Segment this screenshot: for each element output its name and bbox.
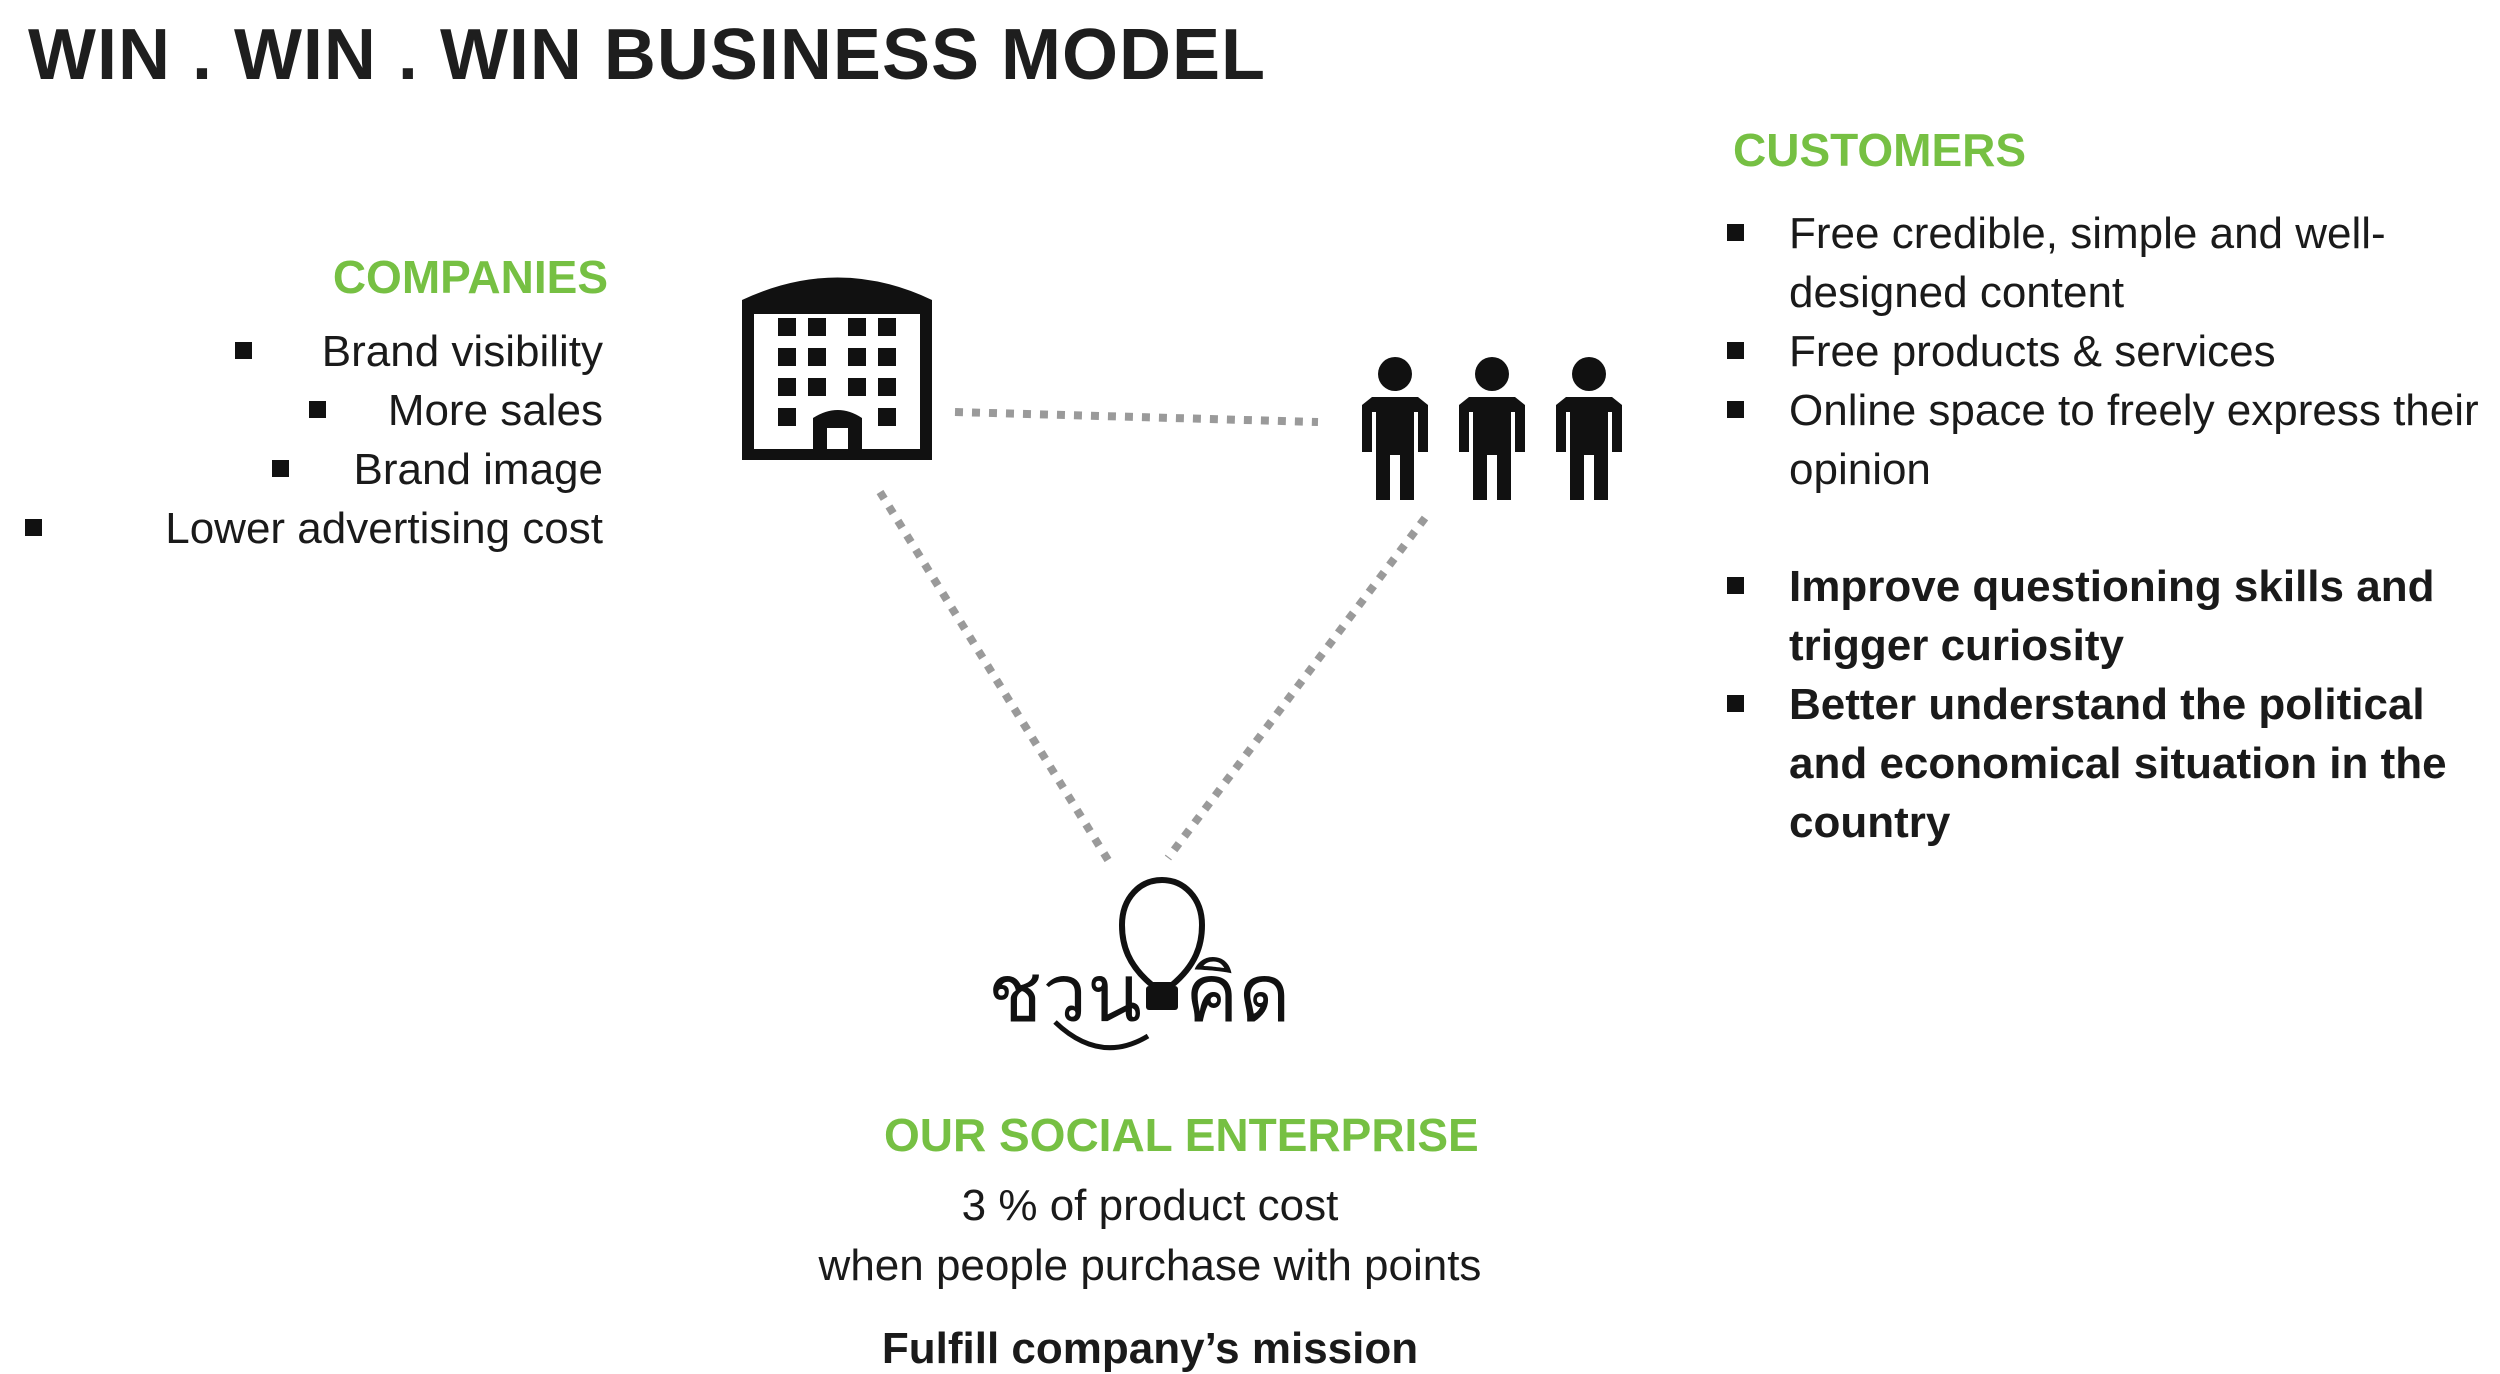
list-item: Better understand the political and econ… xyxy=(1727,675,2487,852)
customers-bold-benefit: Improve questioning skills and trigger c… xyxy=(1789,562,2435,670)
companies-benefits-list: Brand visibility More sales Brand image … xyxy=(25,322,603,558)
enterprise-mission: Fulfill company’s mission xyxy=(881,1324,1419,1373)
lightbulb-icon xyxy=(1053,876,1206,1051)
companies-benefit: Lower advertising cost xyxy=(165,504,603,553)
companies-benefit: Brand visibility xyxy=(321,327,603,376)
list-item: Lower advertising cost xyxy=(25,499,603,558)
list-item: Brand visibility xyxy=(43,322,603,381)
list-item: More sales xyxy=(43,381,603,440)
companies-heading: COMPANIES xyxy=(332,251,608,303)
person-icon xyxy=(1362,357,1428,500)
logo-text-left: ชวน xyxy=(988,947,1142,1040)
office-building-icon xyxy=(742,277,932,460)
page-title: WIN . WIN . WIN BUSINESS MODEL xyxy=(28,15,1266,95)
customers-heading: CUSTOMERS xyxy=(1733,124,2027,176)
bullet-square-icon xyxy=(25,519,42,536)
customers-benefits-list: Free credible, simple and well-designed … xyxy=(1727,204,2487,499)
list-item: Online space to freely express their opi… xyxy=(1727,381,2487,499)
connector-customers-enterprise xyxy=(1164,515,1429,861)
bullet-square-icon xyxy=(235,342,252,359)
list-item: Free products & services xyxy=(1727,322,2487,381)
bullet-square-icon xyxy=(1727,342,1744,359)
bullet-square-icon xyxy=(272,460,289,477)
bullet-square-icon xyxy=(1727,695,1744,712)
enterprise-line-2: when people purchase with points xyxy=(818,1241,1482,1290)
companies-benefit: Brand image xyxy=(353,445,603,494)
bullet-square-icon xyxy=(1727,224,1744,241)
customers-benefit: Free credible, simple and well-designed … xyxy=(1789,209,2386,317)
person-icon xyxy=(1556,357,1622,500)
logo-text-right: คิด xyxy=(1185,947,1291,1040)
customers-benefit: Free products & services xyxy=(1789,327,2276,376)
connector-companies-customers xyxy=(954,408,1319,426)
enterprise-heading: OUR SOCIAL ENTERPRISE xyxy=(884,1109,1479,1161)
companies-benefit: More sales xyxy=(387,386,603,435)
people-group-icon xyxy=(1362,357,1622,500)
enterprise-line-1: 3 % of product cost xyxy=(961,1181,1339,1230)
bullet-square-icon xyxy=(1727,577,1744,594)
person-icon xyxy=(1459,357,1525,500)
list-item: Improve questioning skills and trigger c… xyxy=(1727,557,2487,675)
customers-bold-benefits-list: Improve questioning skills and trigger c… xyxy=(1727,557,2487,852)
bullet-square-icon xyxy=(1727,401,1744,418)
connector-companies-enterprise xyxy=(876,489,1112,863)
bullet-square-icon xyxy=(309,401,326,418)
customers-benefit: Online space to freely express their opi… xyxy=(1789,386,2479,494)
list-item: Brand image xyxy=(43,440,603,499)
customers-bold-benefit: Better understand the political and econ… xyxy=(1789,680,2447,847)
list-item: Free credible, simple and well-designed … xyxy=(1727,204,2487,322)
